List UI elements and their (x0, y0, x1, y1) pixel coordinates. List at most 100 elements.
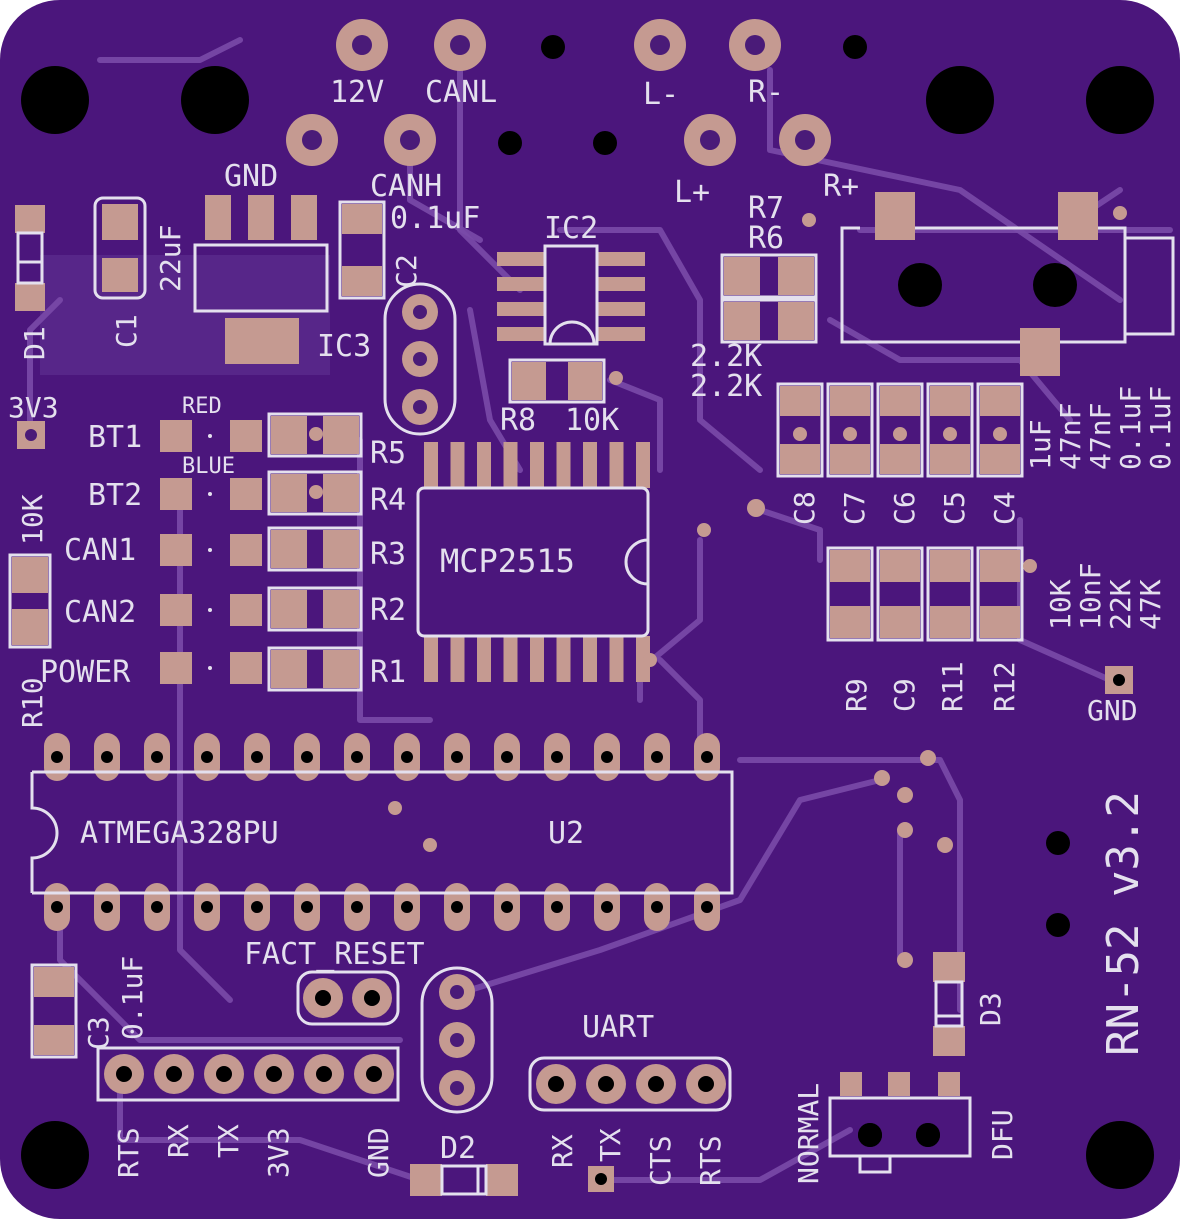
via-dot (937, 837, 953, 853)
label-c7-value: 47nF (1054, 403, 1087, 470)
label-r10-value: 10K (16, 494, 49, 545)
mcp-pin (556, 636, 571, 682)
mounting-hole-bl (21, 1121, 89, 1189)
atmega-pin-hole (651, 901, 663, 913)
mcp-pin (583, 636, 597, 682)
label-c3-value: 0.1uF (116, 956, 149, 1040)
mcp-pin (609, 442, 624, 488)
label-ftdi-3v3: 3V3 (262, 1127, 295, 1178)
label-uart-rts: RTS (694, 1135, 727, 1186)
atmega-pin-hole (251, 751, 263, 763)
filter-outline (926, 546, 974, 642)
voltage-regulator (193, 195, 329, 364)
via-dot (874, 770, 890, 786)
label-r-minus: R- (748, 75, 784, 110)
label-r2: R2 (370, 593, 406, 628)
label-board-version: RN-52 v3.2 (1098, 791, 1149, 1056)
mcp-pin (477, 636, 491, 682)
mcp-pin (530, 442, 544, 488)
atmega-pin-hole (351, 751, 363, 763)
fact-reset-header (296, 970, 400, 1026)
ic-mcp2515 (416, 442, 657, 682)
label-r11: R11 (936, 661, 969, 712)
resistor-r8 (508, 358, 623, 404)
atmega-pin-hole (301, 901, 313, 913)
label-r9: R9 (840, 678, 873, 712)
mode-slide-switch (828, 1072, 972, 1174)
cap-pad (780, 444, 820, 474)
label-c7: C7 (838, 491, 871, 525)
mcp-pin (477, 442, 491, 488)
label-r9-value: 10K (1044, 579, 1077, 630)
label-canl: CANL (425, 75, 497, 110)
atmega-pin-hole (651, 751, 663, 763)
label-r1: R1 (370, 655, 406, 690)
label-c1: C1 (110, 314, 143, 348)
d2-to92 (420, 966, 494, 1114)
label-mcp2515: MCP2515 (440, 542, 575, 580)
label-switch-normal: NORMAL (792, 1083, 825, 1184)
ftdi-pin-hole (116, 1066, 132, 1082)
label-r7-value: 2.2K (690, 369, 762, 404)
ftdi-pin-hole (366, 1066, 382, 1082)
jack-hole-1 (898, 263, 942, 307)
label-uart-cts: CTS (644, 1135, 677, 1186)
filter-bank (826, 546, 1024, 642)
uart-pin-hole (698, 1076, 714, 1092)
atmega-pin-hole (201, 901, 213, 913)
capacitor-c1 (93, 196, 147, 300)
uart-pin-hole (648, 1076, 664, 1092)
cap-pad (930, 444, 970, 474)
mounting-hole-br (1086, 1121, 1154, 1189)
atmega-pin-hole (551, 751, 563, 763)
ic2-soic8 (497, 244, 645, 346)
aux-hole-1 (541, 35, 565, 59)
connector-pads-top (286, 19, 831, 166)
label-r12: R12 (988, 661, 1021, 712)
label-r10: R10 (16, 677, 49, 728)
atmega-pin-hole (151, 751, 163, 763)
mcp-pin (530, 636, 544, 682)
ic-atmega328 (30, 733, 734, 931)
atmega-pin-hole (351, 901, 363, 913)
label-c4: C4 (988, 491, 1021, 525)
label-ic3: IC3 (317, 329, 371, 364)
label-ftdi-tx: TX (212, 1124, 245, 1158)
via-dot (920, 750, 936, 766)
mcp-pin (636, 442, 650, 488)
label-r6-value: 2.2K (690, 339, 762, 374)
label-r12-value: 47K (1134, 579, 1167, 630)
uart-pin-hole (548, 1076, 564, 1092)
cap-via (793, 427, 807, 441)
mcp-pin (556, 442, 571, 488)
jack-hole-2 (1033, 263, 1077, 307)
aux-hole-2 (843, 35, 867, 59)
mounting-hole-tl2 (181, 66, 249, 134)
label-led-blue: BLUE (182, 454, 235, 479)
label-fact-reset: FACT_RESET (244, 937, 425, 972)
label-c5-value: 0.1uF (1114, 386, 1147, 470)
via-dot (1023, 559, 1037, 573)
atmega-pin-hole (451, 901, 463, 913)
label-led-can2: CAN2 (64, 595, 136, 630)
mcp-pin (636, 636, 650, 682)
label-gnd-tp: GND (1087, 694, 1138, 727)
test-point-3v3 (17, 421, 45, 449)
label-l-minus: L- (643, 77, 679, 112)
ftdi-pin-hole (166, 1066, 182, 1082)
cap-outline (776, 382, 824, 478)
cap-pad (930, 386, 970, 416)
atmega-pin-hole (251, 901, 263, 913)
resistor-r10 (8, 553, 52, 649)
label-c1-value: 22uF (154, 225, 187, 292)
label-c9: C9 (888, 678, 921, 712)
capacitor-bank (776, 382, 1024, 478)
diode-d1 (15, 205, 45, 311)
label-c2-value: 0.1uF (390, 201, 480, 236)
filter-pad (880, 550, 920, 582)
label-r8: R8 (500, 403, 536, 438)
atmega-pin-hole (401, 901, 413, 913)
mcp-pin (450, 636, 465, 682)
label-c6: C6 (888, 491, 921, 525)
